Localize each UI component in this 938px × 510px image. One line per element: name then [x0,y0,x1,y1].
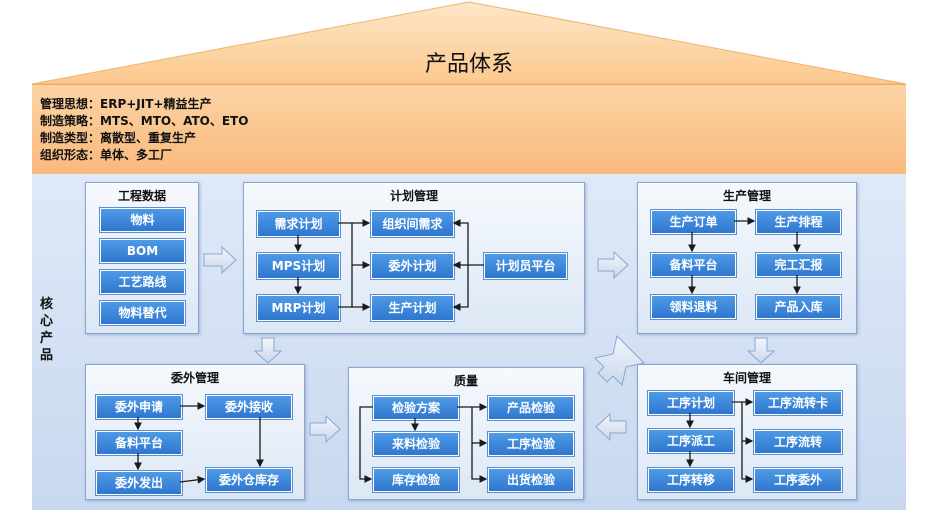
node-prep-platform[interactable]: 备料平台 [651,253,736,277]
node-mps-plan[interactable]: MPS计划 [257,253,340,279]
node-outsourcing-receipt[interactable]: 委外接收 [206,395,292,419]
node-operation-dispatch[interactable]: 工序派工 [648,429,734,453]
node-completion-report[interactable]: 完工汇报 [756,253,841,277]
strategy-band: 管理思想：ERP+JIT+精益生产 制造策略：MTS、MTO、ATO、ETO 制… [32,84,906,175]
node-routing[interactable]: 工艺路线 [100,270,185,294]
node-planner-platform[interactable]: 计划员平台 [484,253,567,279]
strategy-line-organization: 组织形态：单体、多工厂 [40,148,173,162]
panel-workshop-title: 车间管理 [722,371,771,385]
strategy-line-type: 制造类型：离散型、重复生产 [40,131,197,145]
node-operation-transfer[interactable]: 工序转移 [648,468,734,492]
panel-engineering-title: 工程数据 [117,189,166,203]
node-outsourcing-plan[interactable]: 委外计划 [371,253,454,279]
strategy-line-manufacturing: 制造策略：MTS、MTO、ATO、ETO [40,114,249,128]
node-outsourcing-prep-platform[interactable]: 备料平台 [96,431,182,455]
node-operation-outsourcing[interactable]: 工序委外 [754,468,842,492]
node-stock-inspection[interactable]: 库存检验 [373,468,459,492]
node-product-warehousing[interactable]: 产品入库 [756,295,841,319]
node-production-schedule[interactable]: 生产排程 [756,210,841,234]
system-title: 产品体系 [424,52,513,77]
node-operation-flow[interactable]: 工序流转 [754,430,842,454]
node-outsourcing-dispatch[interactable]: 委外发出 [96,471,182,495]
node-mrp-plan[interactable]: MRP计划 [257,295,340,321]
core-product-label: 核心产品 [40,297,54,363]
node-operation-plan[interactable]: 工序计划 [648,391,734,415]
node-outsourcing-request[interactable]: 委外申请 [96,395,182,419]
node-material[interactable]: 物料 [100,208,185,232]
panel-quality-title: 质量 [453,374,478,388]
node-production-plan[interactable]: 生产计划 [371,295,454,321]
panel-planning-title: 计划管理 [389,189,438,203]
node-outsourcing-stock[interactable]: 委外仓库存 [206,468,292,492]
node-demand-plan[interactable]: 需求计划 [257,211,340,237]
roof-shape [31,1,907,84]
node-process-inspection[interactable]: 工序检验 [488,432,574,456]
node-material-issue-return[interactable]: 领料退料 [651,295,736,319]
node-inspection-scheme[interactable]: 检验方案 [373,396,459,420]
node-inter-org-demand[interactable]: 组织间需求 [371,211,454,237]
panel-outsourcing-title: 委外管理 [170,371,219,385]
strategy-line-management: 管理思想：ERP+JIT+精益生产 [40,97,212,111]
node-product-inspection[interactable]: 产品检验 [488,396,574,420]
panel-production-title: 生产管理 [722,189,771,203]
node-shipment-inspection[interactable]: 出货检验 [488,468,574,492]
node-material-substitute[interactable]: 物料替代 [100,301,185,325]
node-bom[interactable]: BOM [100,239,185,263]
node-incoming-inspection[interactable]: 来料检验 [373,432,459,456]
node-operation-flow-card[interactable]: 工序流转卡 [754,391,842,415]
node-production-order[interactable]: 生产订单 [651,210,736,234]
